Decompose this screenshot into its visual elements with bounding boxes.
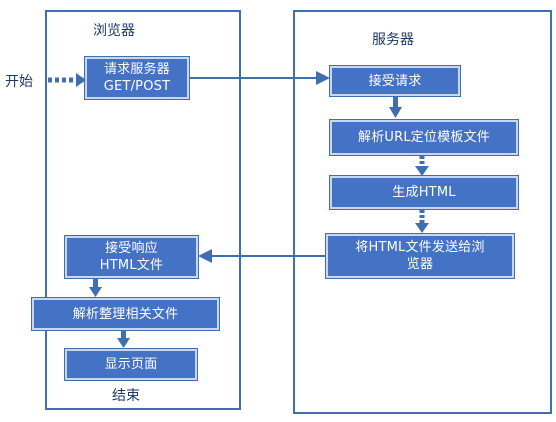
start-label: 开始 — [5, 74, 33, 90]
step-accept-request-label: 接受请求 — [368, 73, 422, 89]
step-generate-html: 生成HTML — [329, 175, 519, 210]
step-send-html: 将HTML文件发送给浏 览器 — [325, 233, 515, 279]
arrow-receive-to-parse — [89, 279, 102, 297]
step-send-html-line2: 览器 — [406, 257, 434, 272]
step-locate-template-label: 解析URL定位模板文件 — [358, 130, 490, 145]
step-display-page-label: 显示页面 — [104, 357, 158, 372]
step-send-html-line1: 将HTML文件发送给浏 — [355, 240, 485, 255]
step-request-server: 请求服务器 GET/POST — [84, 56, 190, 100]
step-display-page: 显示页面 — [64, 348, 198, 381]
arrow-send-to-browser — [198, 249, 326, 263]
start-arrow — [48, 73, 86, 87]
step-parse-files: 解析整理相关文件 — [31, 297, 220, 331]
arrow-request-to-server — [190, 71, 330, 85]
arrow-parse-to-display — [117, 331, 130, 348]
arrow-locate-to-generate — [415, 156, 429, 176]
server-panel-title: 服务器 — [372, 32, 414, 48]
step-accept-request: 接受请求 — [329, 65, 461, 97]
arrow-generate-to-send — [415, 210, 429, 233]
browser-panel-title: 浏览器 — [93, 23, 135, 39]
step-request-server-line2: GET/POST — [103, 79, 171, 94]
step-receive-response-line1: 接受响应 — [105, 241, 158, 256]
end-label: 结束 — [112, 388, 140, 404]
step-request-server-line1: 请求服务器 — [103, 62, 170, 77]
arrow-accept-to-locate — [389, 97, 402, 118]
step-receive-response-line2: HTML文件 — [99, 258, 164, 273]
step-locate-template: 解析URL定位模板文件 — [329, 119, 519, 156]
step-parse-files-label: 解析整理相关文件 — [72, 306, 179, 322]
step-generate-html-label: 生成HTML — [392, 185, 456, 200]
step-receive-response: 接受响应 HTML文件 — [64, 235, 199, 279]
